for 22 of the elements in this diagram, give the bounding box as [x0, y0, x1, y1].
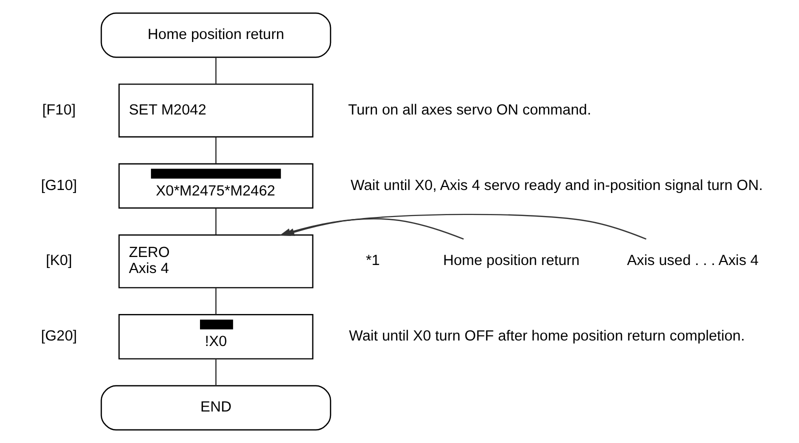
connector — [215, 57, 217, 84]
connector — [215, 358, 217, 386]
node-box: X0*M2475*M2462 — [118, 163, 314, 209]
node-box: SET M2042 — [118, 84, 314, 138]
node-text: Axis used . . . Axis 4 — [627, 253, 759, 270]
node-label: [F10] — [42, 102, 76, 118]
node-label: Turn on all axes servo ON command. — [348, 102, 592, 118]
node-label: [G10] — [41, 178, 77, 194]
connector — [215, 288, 217, 314]
node-text: Home position return — [443, 253, 580, 270]
node-box: !X0 — [118, 314, 314, 360]
node-box: Home position return — [100, 12, 332, 58]
arrow — [283, 214, 646, 240]
node-label: Wait until X0, Axis 4 servo ready and in-position signal turn ON. — [350, 178, 763, 194]
node-label: *1 — [366, 253, 380, 270]
node-label: [G20] — [41, 328, 77, 345]
node-box: ZERO Axis 4 — [118, 234, 314, 288]
node-label: Wait until X0 turn OFF after home position return completion. — [349, 328, 745, 345]
connector — [215, 137, 217, 164]
node-label: [K0] — [46, 253, 72, 270]
connector — [215, 208, 217, 235]
node-box: END — [100, 385, 332, 431]
